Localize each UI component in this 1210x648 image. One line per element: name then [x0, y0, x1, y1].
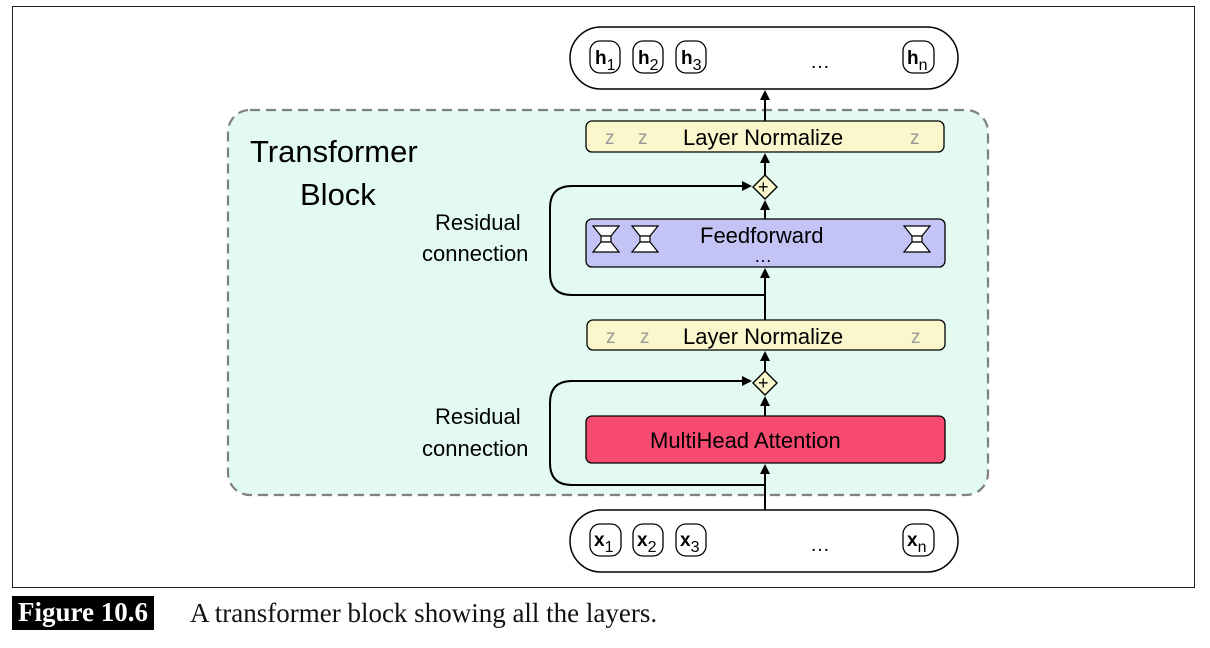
- output-container: [569, 26, 959, 90]
- svg-text:x3: x3: [680, 530, 700, 556]
- z-icon: z: [638, 128, 648, 149]
- input-token-x3: x3: [675, 523, 707, 557]
- z-icon: z: [911, 327, 921, 348]
- layer-normalize-top: z z Layer Normalize z: [585, 120, 945, 153]
- add-node-bottom: +: [752, 370, 778, 396]
- z-icon: z: [640, 327, 650, 348]
- caption-label: Figure 10.6: [12, 596, 154, 630]
- output-token-sub: n: [919, 57, 928, 74]
- residual-label-bottom-line-2: connection: [422, 436, 528, 461]
- block-title-line-2: Block: [300, 177, 376, 212]
- input-token-sub: 3: [691, 539, 700, 556]
- residual-connection-top: [549, 181, 765, 296]
- attention-label: MultiHead Attention: [650, 428, 841, 453]
- residual-label-top-line-2: connection: [422, 241, 528, 266]
- output-token-base: h: [638, 48, 650, 69]
- input-token-base: x: [594, 530, 605, 551]
- add-node-top: +: [752, 174, 778, 200]
- caption-text: A transformer block showing all the laye…: [190, 597, 658, 628]
- svg-text:x1: x1: [594, 530, 614, 556]
- input-token-x1: x1: [589, 523, 622, 557]
- input-token-sub: 1: [605, 539, 614, 556]
- svg-text:xn: xn: [907, 530, 926, 556]
- feedforward-layer: Feedforward …: [585, 218, 946, 268]
- z-icon: z: [605, 128, 615, 149]
- ffn-unit-icon: [902, 225, 932, 253]
- layer-normalize-label: Layer Normalize: [683, 125, 843, 150]
- output-token-h2: h2: [632, 40, 664, 74]
- output-token-base: h: [681, 48, 693, 69]
- transformer-block-region: [226, 108, 990, 497]
- figure-frame: [12, 6, 1195, 588]
- svg-text:hn: hn: [907, 48, 928, 74]
- input-token-base: x: [907, 530, 918, 551]
- input-token-x2: x2: [632, 523, 664, 557]
- output-token-base: h: [595, 48, 607, 69]
- input-token-base: x: [637, 530, 648, 551]
- svg-text:h2: h2: [638, 48, 659, 74]
- output-token-sub: 2: [650, 57, 659, 74]
- input-token-base: x: [680, 530, 691, 551]
- block-title-line-1: Transformer: [250, 134, 418, 169]
- ffn-unit-icon: [630, 225, 660, 253]
- input-token-sub: n: [918, 539, 927, 556]
- figure-caption: Figure 10.6 A transformer block showing …: [12, 593, 657, 633]
- svg-text:h1: h1: [595, 48, 616, 74]
- residual-label-top-line-1: Residual: [435, 210, 521, 235]
- z-icon: z: [606, 327, 616, 348]
- output-token-sub: 1: [607, 57, 616, 74]
- residual-label-bottom-line-1: Residual: [435, 404, 521, 429]
- output-token-h1: h1: [589, 40, 621, 74]
- layer-normalize-bottom: z z Layer Normalize z: [586, 319, 946, 351]
- output-token-hn: hn: [902, 40, 935, 74]
- output-ellipsis: …: [810, 51, 830, 73]
- plus-icon: +: [758, 177, 769, 197]
- feedforward-label: Feedforward: [700, 223, 824, 248]
- output-token-sub: 3: [693, 57, 702, 74]
- ffn-unit-icon: [591, 225, 621, 253]
- z-icon: z: [910, 128, 920, 149]
- input-ellipsis: …: [810, 534, 830, 556]
- output-token-base: h: [907, 48, 919, 69]
- layer-normalize-label: Layer Normalize: [683, 324, 843, 349]
- input-token-sub: 2: [648, 539, 657, 556]
- output-sequence: h1 h2 h3 … hn: [569, 26, 959, 90]
- input-sequence: x1 x2 x3 … xn: [569, 509, 959, 573]
- output-token-h3: h3: [675, 40, 707, 74]
- feedforward-ellipsis: …: [754, 246, 772, 266]
- residual-connection-bottom: [549, 376, 765, 486]
- multihead-attention-layer: MultiHead Attention: [585, 415, 946, 464]
- svg-text:h3: h3: [681, 48, 702, 74]
- input-container: [569, 509, 959, 573]
- input-token-xn: xn: [902, 523, 935, 557]
- plus-icon: +: [758, 373, 769, 393]
- svg-text:x2: x2: [637, 530, 657, 556]
